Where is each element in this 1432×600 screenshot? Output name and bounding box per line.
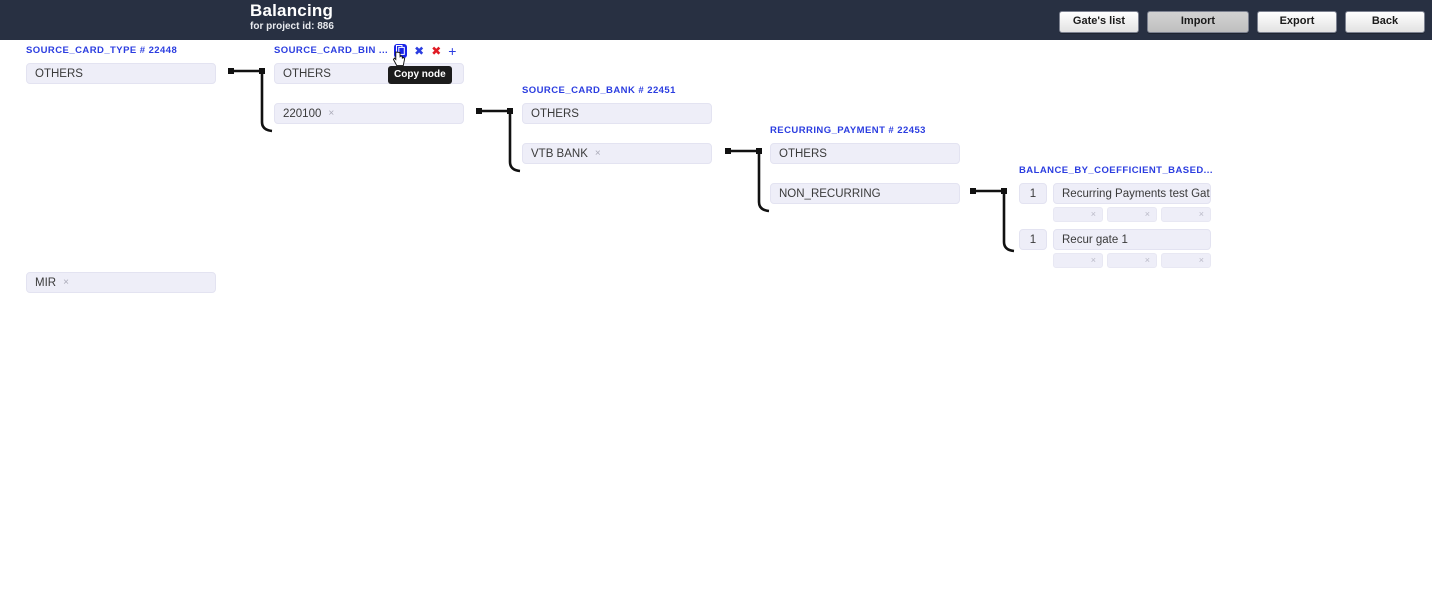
page-subtitle: for project id: 886 [250, 21, 334, 32]
field-text: NON_RECURRING [779, 187, 881, 200]
field-text: OTHERS [35, 67, 83, 80]
node-field-value-recurring[interactable]: NON_RECURRING [770, 183, 960, 204]
node-source-card-bank[interactable]: SOURCE_CARD_BANK # 22451 OTHERS VTB BANK… [522, 84, 712, 164]
coefficient-input[interactable]: 1 [1019, 183, 1047, 204]
node-field-value[interactable]: OTHERS [26, 63, 216, 84]
node-title: BALANCE_BY_COEFFICIENT_BASED... [1019, 165, 1213, 176]
node-field-value[interactable]: OTHERS [770, 143, 960, 164]
field-text: OTHERS [779, 147, 827, 160]
remove-chip-icon[interactable]: × [1198, 255, 1204, 265]
node-field-value-bank[interactable]: VTB BANK × [522, 143, 712, 164]
gate-sub-field[interactable]: × [1053, 253, 1103, 268]
remove-chip-icon[interactable]: × [1198, 209, 1204, 219]
remove-chip-icon[interactable]: × [63, 277, 69, 288]
back-button[interactable]: Back [1345, 11, 1425, 33]
connector-bin-to-bank [476, 108, 521, 173]
remove-chip-icon[interactable]: × [1144, 255, 1150, 265]
remove-chip-icon[interactable]: × [1090, 255, 1096, 265]
title-block: Balancing for project id: 886 [250, 2, 480, 33]
field-text: MIR [35, 276, 57, 289]
gate-sub-field[interactable]: × [1053, 207, 1103, 222]
field-text: OTHERS [531, 107, 579, 120]
field-text: 220100 [283, 107, 322, 120]
node-header: SOURCE_CARD_BANK # 22451 [522, 84, 712, 98]
node-header: RECURRING_PAYMENT # 22453 [770, 124, 960, 138]
node-source-card-type[interactable]: SOURCE_CARD_TYPE # 22448 OTHERS [26, 44, 216, 84]
remove-chip-icon[interactable]: × [1144, 209, 1150, 219]
page-title: Balancing [250, 1, 334, 20]
node-toolbar: ✖ ✖ + [394, 44, 456, 58]
top-header-bar: Balancing for project id: 886 Gate's lis… [0, 0, 1432, 40]
gate-sub-field[interactable]: × [1161, 253, 1211, 268]
node-balance-by-coefficient[interactable]: BALANCE_BY_COEFFICIENT_BASED... 1 Recurr… [1019, 164, 1219, 268]
import-button[interactable]: Import [1147, 11, 1249, 33]
balance-row: 1 Recurring Payments test Gate × × × [1019, 183, 1219, 222]
connector-type-to-bin [228, 68, 273, 133]
node-title: RECURRING_PAYMENT # 22453 [770, 125, 926, 136]
node-recurring-payment[interactable]: RECURRING_PAYMENT # 22453 OTHERS NON_REC… [770, 124, 960, 204]
remove-chip-icon[interactable]: × [1090, 209, 1096, 219]
gate-name-field[interactable]: Recurring Payments test Gate [1053, 183, 1211, 204]
gates-list-button[interactable]: Gate's list [1059, 11, 1139, 33]
node-title: SOURCE_CARD_BIN ... [274, 45, 389, 56]
delete-node-icon[interactable]: ✖ [431, 44, 442, 58]
node-field-value[interactable]: OTHERS [522, 103, 712, 124]
gate-sub-field[interactable]: × [1161, 207, 1211, 222]
coefficient-input[interactable]: 1 [1019, 229, 1047, 250]
field-text: Recurring Payments test Gate [1062, 187, 1211, 200]
node-source-card-bin[interactable]: SOURCE_CARD_BIN ... ✖ ✖ + OTHERS 220100 … [274, 44, 464, 124]
remove-chip-icon[interactable]: × [328, 108, 335, 119]
copy-node-tooltip: Copy node [388, 66, 452, 84]
gate-sub-fields: × × × [1053, 253, 1211, 268]
gate-sub-fields: × × × [1053, 207, 1211, 222]
gate-sub-field[interactable]: × [1107, 253, 1157, 268]
field-text: OTHERS [283, 67, 331, 80]
cut-node-icon[interactable]: ✖ [414, 44, 425, 58]
add-node-icon[interactable]: + [448, 43, 457, 59]
balance-row: 1 Recur gate 1 × × × [1019, 229, 1219, 268]
field-text: Recur gate 1 [1062, 233, 1128, 246]
node-title: SOURCE_CARD_TYPE # 22448 [26, 45, 178, 56]
node-header: SOURCE_CARD_BIN ... ✖ ✖ + [274, 44, 464, 58]
remove-chip-icon[interactable]: × [594, 148, 601, 159]
export-button[interactable]: Export [1257, 11, 1337, 33]
connector-recurring-to-balance [970, 188, 1015, 253]
tree-canvas[interactable]: SOURCE_CARD_TYPE # 22448 OTHERS MIR × SO… [0, 40, 1432, 600]
connector-bank-to-recurring [725, 148, 770, 213]
gate-name-field[interactable]: Recur gate 1 [1053, 229, 1211, 250]
field-text: VTB BANK [531, 147, 588, 160]
header-actions: Gate's list Import Export Back [1059, 11, 1425, 33]
node-field-value-mir[interactable]: MIR × [26, 272, 216, 293]
node-title: SOURCE_CARD_BANK # 22451 [522, 85, 676, 96]
node-header: BALANCE_BY_COEFFICIENT_BASED... [1019, 164, 1219, 178]
node-field-value-bin[interactable]: 220100 × [274, 103, 464, 124]
mouse-cursor-icon [393, 51, 406, 66]
gate-sub-field[interactable]: × [1107, 207, 1157, 222]
node-header: SOURCE_CARD_TYPE # 22448 [26, 44, 216, 58]
